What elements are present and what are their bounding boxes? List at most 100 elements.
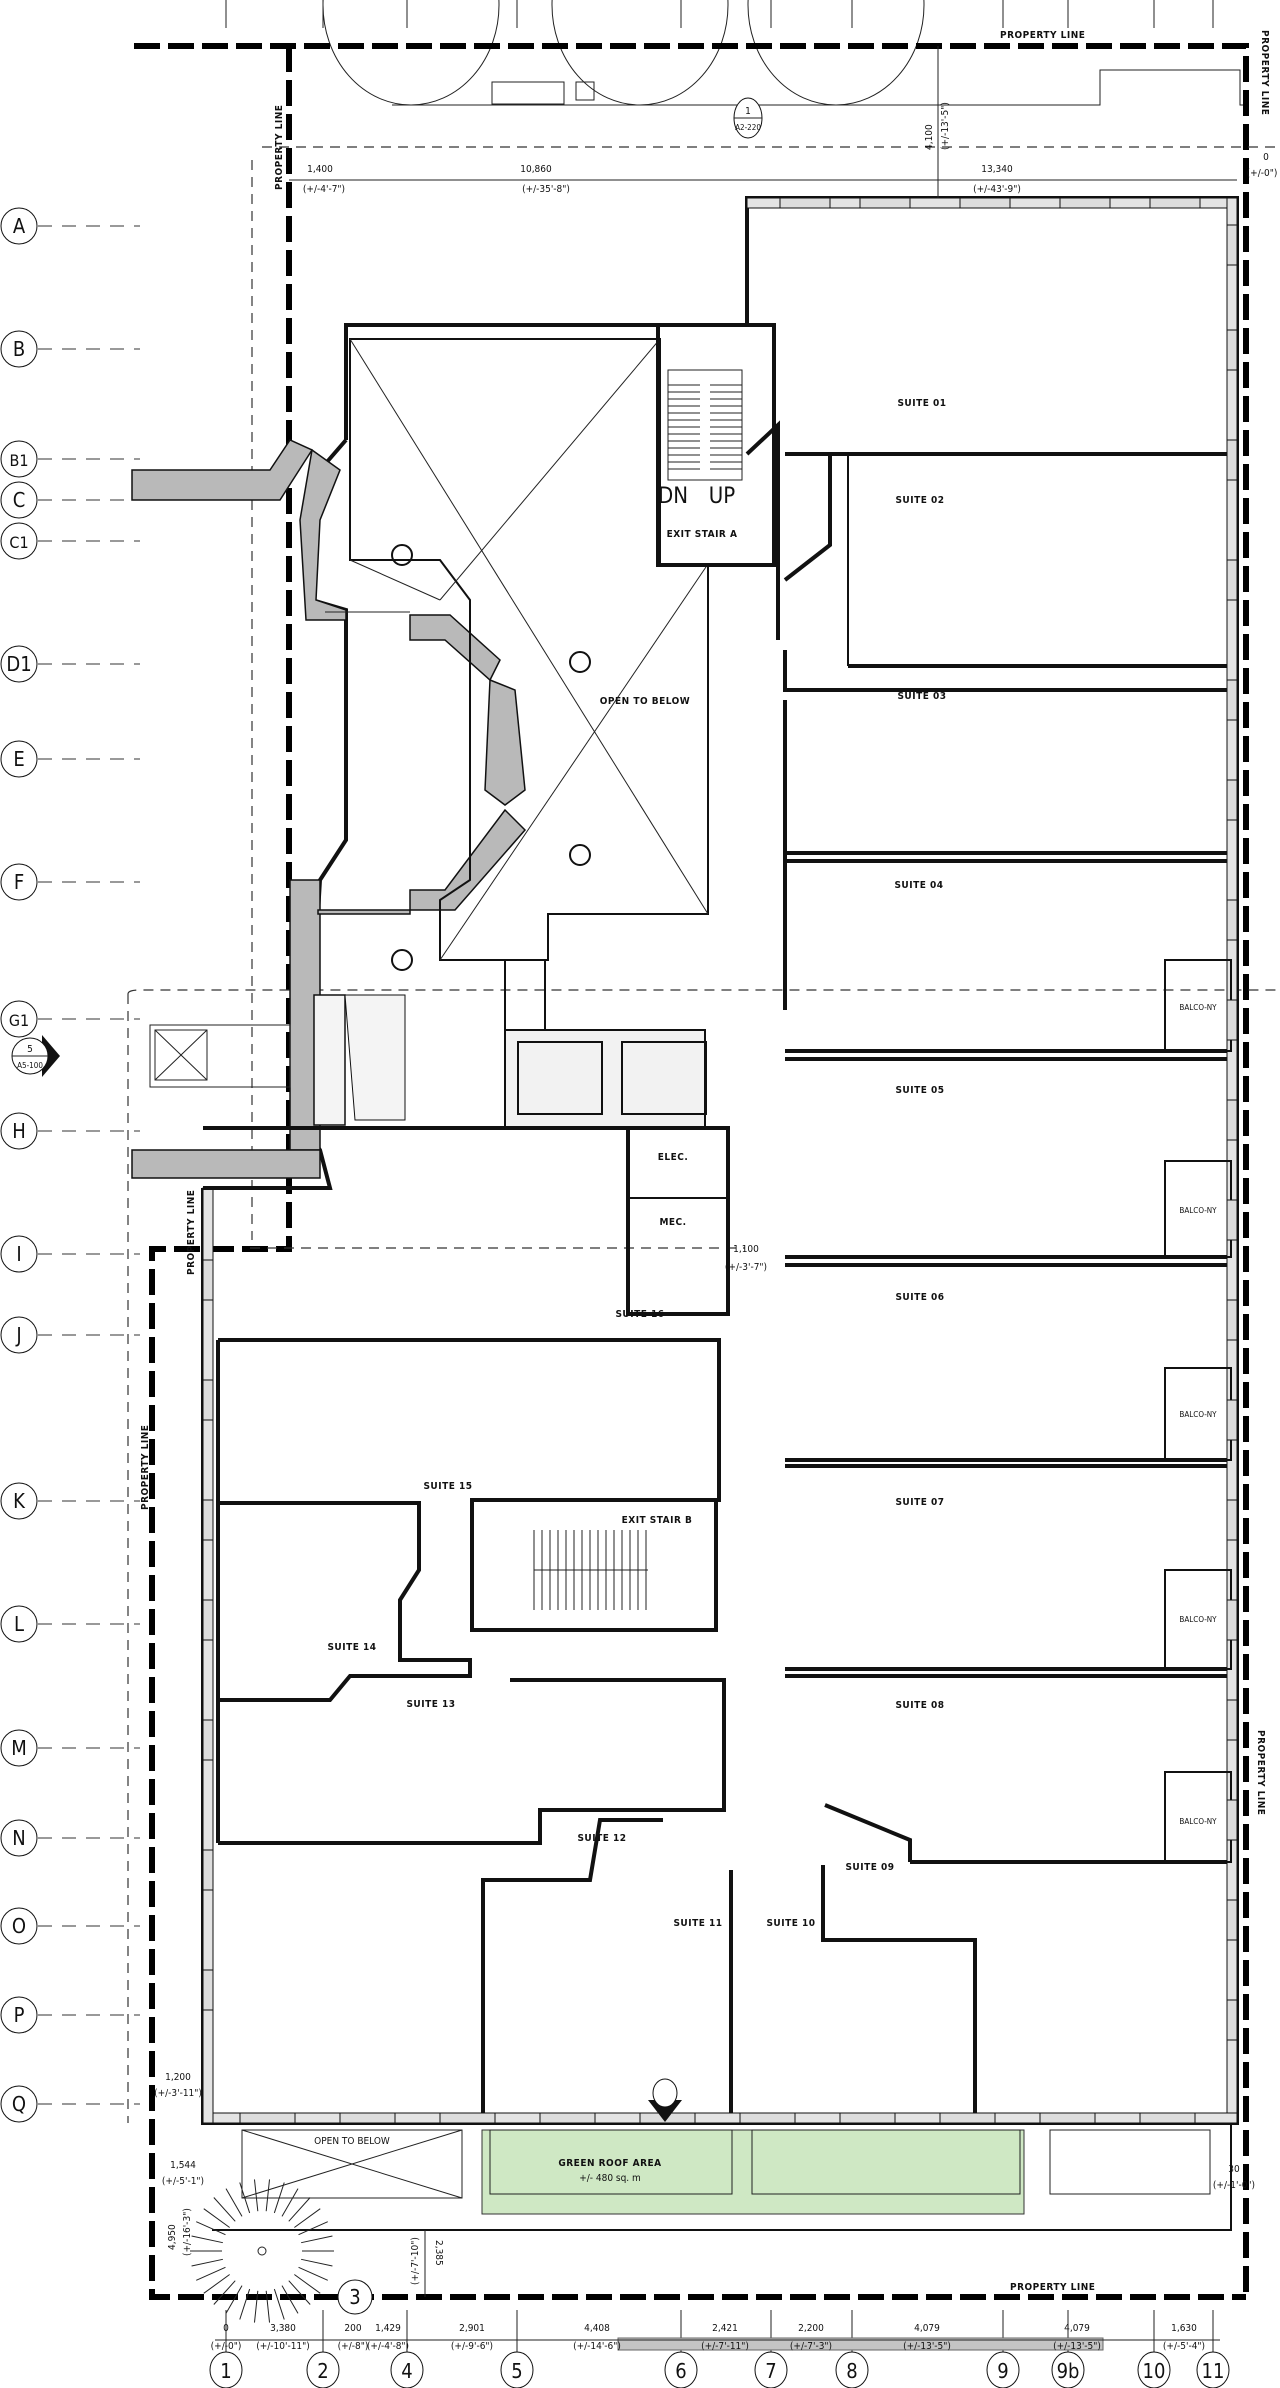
grid-row-label: K (13, 1489, 26, 1513)
grid-row-label: B1 (9, 451, 28, 470)
tree-ray (265, 2179, 271, 2212)
grid-bubble (0, 2085, 38, 2123)
tree-ray (301, 2235, 333, 2244)
tree-ray (225, 2188, 243, 2217)
grid-bubble (1196, 2351, 1230, 2388)
grid-row-label: M (11, 1736, 27, 1760)
tree-ray (281, 2285, 299, 2314)
grid-row-label: L (14, 1612, 24, 1636)
window (202, 1599, 214, 1641)
suite-02-label: SUITE 02 (895, 495, 944, 506)
section-number: 3 (349, 2285, 360, 2309)
suite-11-label: SUITE 11 (673, 1918, 722, 1929)
section-marker-bottom: 3 (337, 2078, 682, 2315)
grid-column-label: 1 (220, 2359, 231, 2383)
tree-ray (288, 2280, 311, 2305)
dimension-imperial: (+/-43'-9") (973, 184, 1021, 195)
dimension-value: 30 (1228, 2164, 1240, 2175)
dimension-imperial: (+/-13'-5") (1053, 2341, 1101, 2352)
suite-12-label: SUITE 12 (577, 1833, 626, 1844)
window (779, 197, 831, 209)
north-arrow-icon (648, 2100, 682, 2122)
tree-ray (239, 2182, 251, 2214)
grid-column-label: 10 (1143, 2359, 1166, 2383)
dimension-value: 1,100 (733, 1244, 759, 1255)
window (959, 197, 1011, 209)
grid-bubble (390, 2351, 424, 2388)
dimension-value: 0 (1263, 152, 1269, 163)
grid-bubble (306, 2351, 340, 2388)
grid-row-label: B (13, 337, 25, 361)
window (202, 1969, 214, 2011)
mec-room-label: MEC. (659, 1217, 686, 1228)
structural-wall (299, 448, 347, 621)
grid-bubble (0, 1000, 38, 1038)
dimension-value: 4,079 (1064, 2323, 1090, 2334)
dimension-imperial: (+/-8") (338, 2341, 369, 2352)
grid-column-label: 7 (765, 2359, 776, 2383)
elevator-car (621, 1041, 707, 1115)
dimension-value: 0 (223, 2323, 229, 2334)
grid-bubble (0, 1729, 38, 1767)
suite-16-label: SUITE 16 (615, 1309, 664, 1320)
grid-bubble (0, 1316, 38, 1354)
grid-bubble (0, 1819, 38, 1857)
dimension-imperial: (+/-0") (211, 2341, 242, 2352)
dimension-imperial: (+/-9'-6") (451, 2341, 493, 2352)
tree-canopies (322, 0, 1249, 106)
window (739, 2112, 796, 2124)
dimension-value: 2,901 (459, 2323, 485, 2334)
grid-column-label: 2 (317, 2359, 328, 2383)
grid-bubble (0, 1235, 38, 1273)
grid-column-label: 8 (846, 2359, 857, 2383)
dimension-value: 1,400 (307, 164, 333, 175)
tree-ray (288, 2197, 311, 2222)
dimension-imperial: (+/-7'-11") (701, 2341, 749, 2352)
grid-column-label: 11 (1202, 2359, 1225, 2383)
suite-03-label: SUITE 03 (897, 691, 946, 702)
grid-column-label: 4 (401, 2359, 412, 2383)
suite-08-label: SUITE 08 (895, 1700, 944, 1711)
tree-ray (253, 2290, 259, 2323)
open-to-below: OPEN TO BELOW (349, 338, 709, 971)
tree-symbol (190, 2179, 334, 2323)
green-roof-area: +/- 480 sq. m (579, 2173, 641, 2184)
property-line-label-left-lower: PROPERTY LINE (186, 1190, 197, 1275)
suite-13-label: SUITE 13 (406, 1699, 455, 1710)
tree-ray (239, 2288, 251, 2320)
grid-row-label: O (12, 1914, 26, 1938)
balconies: BALCO-NY BALCO-NY BALCO-NY BALCO-NY BALC… (1164, 959, 1232, 1863)
grid-row-label: F (14, 870, 24, 894)
grid-bubble (0, 740, 38, 778)
grid-row-label: J (15, 1323, 21, 1347)
dimension-value: 2,385 (433, 2240, 444, 2266)
dimension-value: 2,200 (798, 2323, 824, 2334)
grid-column-label: 6 (675, 2359, 686, 2383)
dimension-value: 1,429 (375, 2323, 401, 2334)
grid-bubble (664, 2351, 698, 2388)
room-labels: SUITE 01 SUITE 02 SUITE 03 SUITE 04 SUIT… (327, 398, 946, 1929)
dimension-imperial: (+/-4'-7") (303, 184, 345, 195)
window (1226, 224, 1238, 266)
window (1226, 1899, 1238, 1941)
elevator-car (517, 1041, 603, 1115)
grid-bubble (0, 863, 38, 901)
window (1059, 197, 1111, 209)
tree-ray (265, 2290, 271, 2323)
tree-ray (191, 2258, 223, 2267)
grid-bubble (835, 2351, 869, 2388)
grid-row-label: N (12, 1826, 25, 1850)
window (1226, 779, 1238, 821)
balcony-label: BALCO-NY (1179, 1817, 1217, 1826)
stair-up-label: UP (709, 484, 735, 509)
property-line-label-right-top: PROPERTY LINE (1259, 30, 1270, 115)
suite-10-label: SUITE 10 (766, 1918, 815, 1929)
roof-edge (212, 2123, 1232, 2231)
grid-bubble (0, 440, 38, 478)
dimension-imperial: (+/-14'-6") (573, 2341, 621, 2352)
dimension-imperial: (+/-10'-11") (256, 2341, 310, 2352)
stair-outline (667, 369, 743, 481)
tree-ray (196, 2266, 226, 2281)
tree-ray (294, 2274, 321, 2294)
